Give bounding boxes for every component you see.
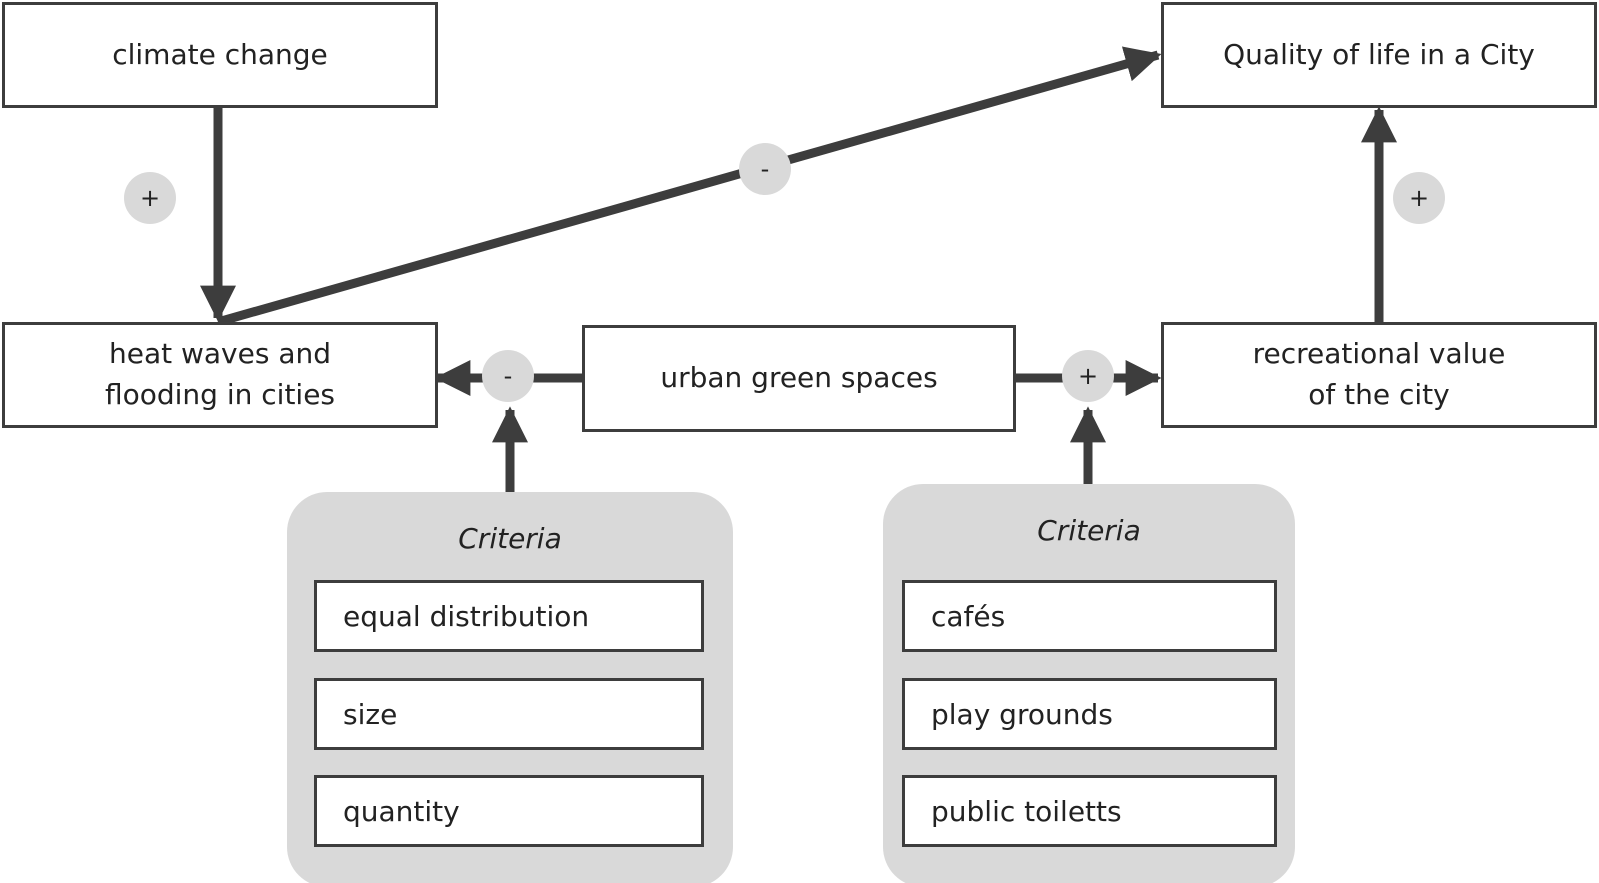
criteria-item: play grounds bbox=[902, 678, 1277, 750]
sign-green-to-recreation: + bbox=[1062, 350, 1114, 402]
criteria-item: public toiletts bbox=[902, 775, 1277, 847]
sign-recreation-to-quality: + bbox=[1393, 172, 1445, 224]
node-climate-change: climate change bbox=[2, 2, 438, 108]
arrow-heat-to-quality bbox=[216, 46, 1162, 327]
node-urban-green-spaces: urban green spaces bbox=[582, 325, 1016, 432]
node-quality-of-life: Quality of life in a City bbox=[1161, 2, 1597, 108]
criteria-item: equal distribution bbox=[314, 580, 704, 652]
criteria-item: quantity bbox=[314, 775, 704, 847]
sign-climate-to-heat: + bbox=[124, 172, 176, 224]
node-heat-waves: heat waves and flooding in cities bbox=[2, 322, 438, 428]
criteria-panel-right: Criteria cafés play grounds public toile… bbox=[883, 484, 1295, 883]
criteria-panel-left: Criteria equal distribution size quantit… bbox=[287, 492, 733, 883]
criteria-title-right: Criteria bbox=[1037, 514, 1141, 547]
sign-heat-to-quality: - bbox=[739, 143, 791, 195]
sign-green-to-heat: - bbox=[482, 350, 534, 402]
criteria-item: size bbox=[314, 678, 704, 750]
criteria-item: cafés bbox=[902, 580, 1277, 652]
node-recreational-value: recreational value of the city bbox=[1161, 322, 1597, 428]
criteria-title-left: Criteria bbox=[458, 522, 562, 555]
